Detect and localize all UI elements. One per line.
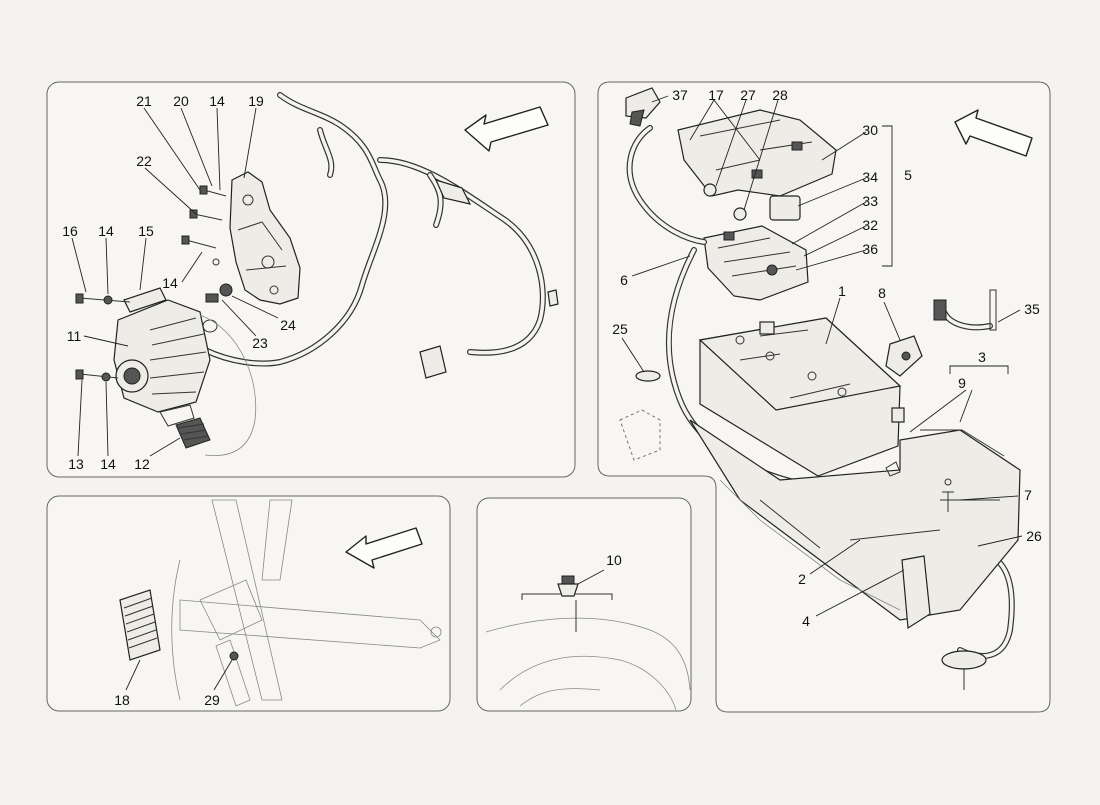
callout-16: 16 bbox=[62, 223, 78, 239]
callout-14: 14 bbox=[98, 223, 114, 239]
tray-fasteners bbox=[885, 461, 987, 690]
screw-29 bbox=[229, 651, 239, 661]
nut-28 bbox=[733, 207, 747, 221]
callout-29: 29 bbox=[204, 692, 220, 708]
callout-19: 19 bbox=[248, 93, 264, 109]
callout-10: 10 bbox=[606, 552, 622, 568]
callout-11: 11 bbox=[67, 328, 82, 344]
battery bbox=[698, 317, 905, 477]
leader-lines-panel-battery bbox=[621, 95, 1023, 617]
callout-18: 18 bbox=[114, 692, 130, 708]
callout-17: 17 bbox=[708, 87, 724, 103]
terminal-35 bbox=[933, 289, 997, 331]
callout-13: 13 bbox=[68, 456, 84, 472]
bracket-bolts bbox=[181, 185, 233, 303]
callout-35: 35 bbox=[1024, 301, 1040, 317]
clamp-8 bbox=[885, 335, 923, 377]
direction-arrow-icon bbox=[345, 527, 423, 569]
leader-lines-panel-alternator bbox=[71, 107, 279, 457]
callout-26: 26 bbox=[1026, 528, 1042, 544]
callout-14: 14 bbox=[162, 275, 178, 291]
callout-28: 28 bbox=[772, 87, 788, 103]
module bbox=[769, 195, 801, 221]
group-bracket-5 bbox=[882, 125, 893, 267]
callout-9: 9 bbox=[958, 375, 966, 391]
callout-14: 14 bbox=[100, 456, 116, 472]
vehicle-frame bbox=[171, 499, 442, 707]
callout-1: 1 bbox=[838, 283, 846, 299]
callout-4: 4 bbox=[802, 613, 810, 629]
nut-27 bbox=[703, 183, 717, 197]
group-bracket-3 bbox=[949, 365, 1009, 374]
callout-25: 25 bbox=[612, 321, 628, 337]
alternator bbox=[113, 287, 257, 456]
belt bbox=[175, 417, 211, 449]
leader-10 bbox=[577, 569, 605, 585]
callout-23: 23 bbox=[252, 335, 268, 351]
panel-battery: 37 17 27 28 30 34 5 33 32 36 6 1 8 35 25… bbox=[597, 81, 1051, 713]
callout-27: 27 bbox=[740, 87, 756, 103]
panel-fastener: 10 bbox=[476, 497, 692, 712]
callout-8: 8 bbox=[878, 285, 886, 301]
panel-control-unit-frame bbox=[46, 495, 451, 712]
battery-tray bbox=[689, 419, 1021, 621]
grommet-25 bbox=[619, 370, 661, 461]
callout-3: 3 bbox=[978, 349, 986, 365]
wiring-harness bbox=[202, 92, 559, 379]
callout-21: 21 bbox=[136, 93, 152, 109]
callout-14: 14 bbox=[209, 93, 225, 109]
callout-22: 22 bbox=[136, 153, 152, 169]
alternator-bracket bbox=[229, 171, 301, 305]
panel-alternator: 21 20 14 19 22 16 14 15 14 24 23 11 13 1… bbox=[46, 81, 576, 478]
callout-6: 6 bbox=[620, 272, 628, 288]
panel-fastener-frame bbox=[476, 497, 692, 712]
callout-37: 37 bbox=[672, 87, 688, 103]
callout-7: 7 bbox=[1024, 487, 1032, 503]
leader-18 bbox=[125, 659, 141, 691]
callout-34: 34 bbox=[862, 169, 878, 185]
callout-20: 20 bbox=[173, 93, 189, 109]
callout-2: 2 bbox=[798, 571, 806, 587]
connector-37 bbox=[625, 87, 661, 127]
callout-5: 5 bbox=[904, 167, 912, 183]
fuse-box bbox=[703, 225, 809, 301]
callout-15: 15 bbox=[138, 223, 154, 239]
clip-10 bbox=[557, 575, 579, 597]
direction-arrow-icon bbox=[464, 106, 549, 152]
callout-12: 12 bbox=[134, 456, 150, 472]
panel-control-unit: 18 29 bbox=[46, 495, 451, 712]
callout-33: 33 bbox=[862, 193, 878, 209]
callout-30: 30 bbox=[862, 122, 878, 138]
leader-29 bbox=[213, 659, 233, 691]
callout-24: 24 bbox=[280, 317, 296, 333]
callout-36: 36 bbox=[862, 241, 878, 257]
battery-cover bbox=[677, 109, 837, 197]
body-panel-outline bbox=[485, 593, 691, 711]
direction-arrow-icon bbox=[954, 109, 1033, 157]
alternator-bolts bbox=[75, 293, 131, 382]
control-unit bbox=[119, 589, 161, 661]
callout-32: 32 bbox=[862, 217, 878, 233]
